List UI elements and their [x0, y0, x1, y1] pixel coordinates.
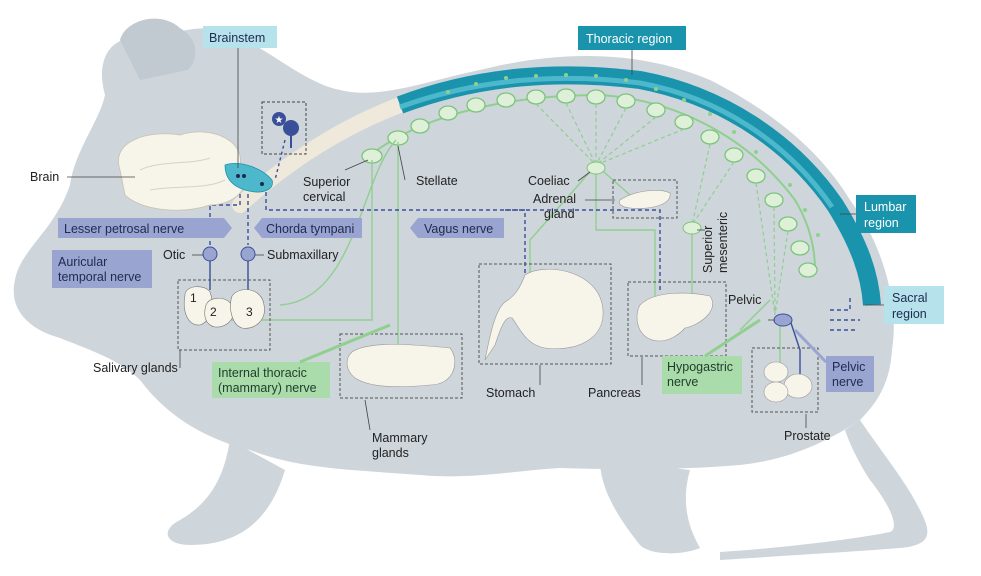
sympathetic-fibres-dashed	[535, 102, 789, 316]
internal-thoracic-nerve-tag	[212, 362, 330, 398]
gland-number-2: 2	[210, 305, 217, 319]
prostate-label: Prostate	[784, 429, 831, 443]
svg-text:★: ★	[275, 115, 284, 126]
lumbar-region-tag	[856, 195, 916, 233]
chorda-tympani-label: Chorda tympani	[266, 222, 354, 236]
adrenal-gland-organ	[612, 179, 678, 219]
superior-mesenteric-label-line1: Superior	[701, 226, 715, 273]
hypogastric-nerve-label-line1: Hypogastric	[667, 360, 733, 374]
superior-mesenteric-label-line2: mesenteric	[716, 212, 730, 273]
cranial-ganglia	[202, 246, 256, 262]
stomach-label: Stomach	[486, 386, 535, 400]
pancreas-label: Pancreas	[588, 386, 641, 400]
thoracic-region-tag	[578, 26, 686, 50]
gland-number-3: 3	[246, 305, 253, 319]
sacral-region-label-line1: Sacral	[892, 291, 927, 305]
brainstem-tag	[203, 26, 277, 48]
coeliac-label: Coeliac	[528, 174, 570, 188]
sympathetic-chain	[361, 73, 820, 278]
adrenal-gland-label-line1: Adrenal	[533, 192, 576, 206]
prostate-organ	[751, 347, 819, 413]
vagus-nerve-label: Vagus nerve	[424, 222, 493, 236]
neuron-inset: ★	[261, 101, 307, 155]
internal-thoracic-nerve-label-line2: (mammary) nerve	[218, 381, 317, 395]
salivary-glands-label: Salivary glands	[93, 361, 178, 375]
salivary-glands-group: 1 2 3	[177, 279, 271, 351]
mammary-glands-label-line2: glands	[372, 446, 409, 460]
stomach-organ	[478, 263, 612, 365]
internal-thoracic-nerve-label-line1: Internal thoracic	[218, 366, 307, 380]
superior-cervical-label-line1: Superior	[303, 175, 350, 189]
adrenal-gland-label-line2: gland	[544, 207, 575, 221]
auricular-temporal-nerve-tag	[52, 250, 152, 288]
mammary-glands-label-line1: Mammary	[372, 431, 428, 445]
brain	[118, 131, 273, 211]
mammary-glands-organ	[339, 333, 463, 399]
pelvic-nerve-label-line1: Pelvic	[832, 360, 865, 374]
otic-label: Otic	[163, 248, 185, 262]
brainstem-label: Brainstem	[209, 31, 265, 45]
submaxillary-label: Submaxillary	[267, 248, 339, 262]
gland-number-1: 1	[190, 291, 197, 305]
prevertebral-ganglia	[586, 161, 793, 327]
pelvic-nerve-label-line2: nerve	[832, 375, 863, 389]
lesser-petrosal-nerve-label: Lesser petrosal nerve	[64, 222, 184, 236]
lumbar-region-label-line1: Lumbar	[864, 200, 906, 214]
stellate-label: Stellate	[416, 174, 458, 188]
pelvic-label: Pelvic	[728, 293, 761, 307]
brain-label: Brain	[30, 170, 59, 184]
vagus-nerve-tag	[418, 218, 504, 238]
chorda-tympani-tag	[262, 218, 362, 238]
sacral-region-label-line2: region	[892, 307, 927, 321]
pelvic-nerve-tag	[826, 356, 874, 392]
auricular-temporal-nerve-label-line2: temporal nerve	[58, 270, 141, 284]
lesser-petrosal-nerve-tag	[58, 218, 224, 238]
thoracic-region-label: Thoracic region	[586, 32, 672, 46]
superior-cervical-label-line2: cervical	[303, 190, 345, 204]
sacral-region-tag	[884, 286, 944, 324]
hypogastric-nerve-label-line2: nerve	[667, 375, 698, 389]
lumbar-region-label-line2: region	[864, 216, 899, 230]
auricular-temporal-nerve-label-line1: Auricular	[58, 255, 107, 269]
hypogastric-nerve-tag	[662, 356, 742, 394]
leader-lines	[67, 48, 807, 431]
